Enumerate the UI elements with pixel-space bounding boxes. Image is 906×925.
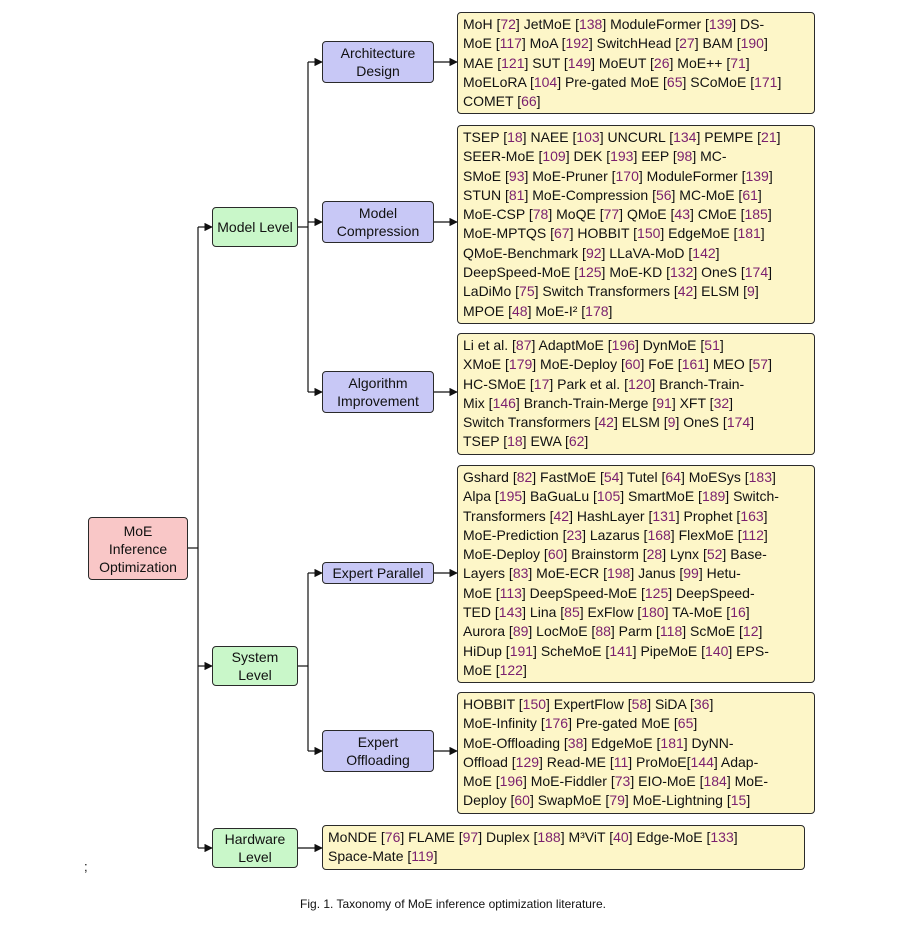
reference-line: LaDiMo [75] Switch Transformers [42] ELS… — [463, 283, 759, 300]
reference-line: STUN [81] MoE-Compression [56] MC-MoE [6… — [463, 186, 762, 203]
algorithm-improvement-list: Li et al. [87] AdaptMoE [196] DynMoE [51… — [457, 333, 815, 455]
reference-line: Aurora [89] LocMoE [88] Parm [118] ScMoE… — [463, 623, 763, 640]
expert-parallel-list: Gshard [82] FastMoE [54] Tutel [64] MoES… — [457, 465, 815, 684]
reference-line: MoE-Infinity [176] Pre-gated MoE [65] — [463, 715, 698, 732]
reference-line: MoE-Deploy [60] Brainstorm [28] Lynx [52… — [463, 546, 767, 563]
reference-line: Switch Transformers [42] ELSM [9] OneS [… — [463, 414, 755, 431]
reference-line: HOBBIT [150] ExpertFlow [58] SiDA [36] — [463, 696, 714, 712]
reference-line: MoE [122] — [463, 661, 527, 678]
reference-line: SMoE [93] MoE-Pruner [170] ModuleFormer … — [463, 167, 773, 184]
reference-line: Layers [83] MoE-ECR [198] Janus [99] Het… — [463, 565, 741, 582]
model-level-node: Model Level — [212, 207, 298, 247]
reference-line: TSEP [18] EWA [62] — [463, 433, 589, 450]
reference-line: MoE [117] MoA [192] SwitchHead [27] BAM … — [463, 35, 768, 52]
model-compression-list: TSEP [18] NAEE [103] UNCURL [134] PEMPE … — [457, 125, 815, 324]
reference-line: MoE [113] DeepSpeed-MoE [125] DeepSpeed- — [463, 584, 755, 601]
expert-offloading-label: Expert Offloading — [346, 734, 410, 768]
system-level-label: System Level — [231, 649, 279, 683]
reference-line: MoNDE [76] FLAME [97] Duplex [188] M³ViT… — [328, 829, 738, 845]
model-compression-node: Model Compression — [322, 201, 434, 243]
algorithm-improvement-label: Algorithm Improvement — [337, 375, 419, 409]
hardware-level-label: Hardware Level — [224, 831, 286, 865]
reference-line: Alpa [195] BaGuaLu [105] SmartMoE [189] … — [463, 488, 779, 505]
architecture-design-node: Architecture Design — [322, 41, 434, 83]
reference-line: HC-SMoE [17] Park et al. [120] Branch-Tr… — [463, 375, 745, 392]
expert-offloading-node: Expert Offloading — [322, 730, 434, 772]
reference-line: Mix [146] Branch-Train-Merge [91] XFT [3… — [463, 394, 734, 411]
reference-line: MoE [196] MoE-Fiddler [73] EIO-MoE [184]… — [463, 773, 769, 790]
expert-offloading-list: HOBBIT [150] ExpertFlow [58] SiDA [36] Mo… — [457, 692, 815, 814]
reference-line: MPOE [48] MoE-I² [178] — [463, 302, 613, 319]
reference-line: MoE-Offloading [38] EdgeMoE [181] DyNN- — [463, 734, 734, 751]
reference-line: Space-Mate [119] — [328, 848, 438, 865]
reference-line: MoE-MPTQS [67] HOBBIT [150] EdgeMoE [181… — [463, 225, 765, 242]
reference-line: XMoE [179] MoE-Deploy [60] FoE [161] MEO… — [463, 356, 772, 373]
system-level-node: System Level — [212, 646, 298, 686]
reference-line: Deploy [60] SwapMoE [79] MoE-Lightning [… — [463, 792, 751, 809]
hardware-level-list: MoNDE [76] FLAME [97] Duplex [188] M³ViT… — [322, 825, 805, 870]
model-compression-label: Model Compression — [336, 205, 420, 239]
reference-line: DeepSpeed-MoE [125] MoE-KD [132] OneS [1… — [463, 264, 772, 281]
figure-caption: Fig. 1. Taxonomy of MoE inference optimi… — [300, 897, 606, 911]
architecture-design-label: Architecture Design — [340, 45, 416, 79]
stray-semicolon: ; — [84, 859, 88, 874]
reference-line: HiDup [191] ScheMoE [141] PipeMoE [140] … — [463, 642, 769, 659]
expert-parallel-label: Expert Parallel — [332, 565, 424, 581]
architecture-design-list: MoH [72] JetMoE [138] ModuleFormer [139]… — [457, 12, 815, 115]
root-label: MoE Inference Optimization — [99, 522, 177, 575]
reference-line: TSEP [18] NAEE [103] UNCURL [134] PEMPE … — [463, 129, 781, 145]
expert-parallel-node: Expert Parallel — [322, 562, 434, 584]
reference-line: Gshard [82] FastMoE [54] Tutel [64] MoES… — [463, 469, 776, 485]
reference-line: TED [143] Lina [85] ExFlow [180] TA-MoE … — [463, 604, 750, 621]
reference-line: Li et al. [87] AdaptMoE [196] DynMoE [51… — [463, 337, 724, 353]
reference-line: MoH [72] JetMoE [138] ModuleFormer [139]… — [463, 16, 765, 32]
reference-line: Transformers [42] HashLayer [131] Prophe… — [463, 507, 768, 524]
algorithm-improvement-node: Algorithm Improvement — [322, 371, 434, 413]
hardware-level-node: Hardware Level — [212, 828, 298, 868]
reference-line: MoE-CSP [78] MoQE [77] QMoE [43] CMoE [1… — [463, 206, 772, 223]
model-level-label: Model Level — [217, 219, 293, 235]
reference-line: MoE-Prediction [23] Lazarus [168] FlexMo… — [463, 526, 768, 543]
reference-line: Offload [129] Read-ME [11] ProMoE[144] A… — [463, 753, 759, 770]
reference-line: QMoE-Benchmark [92] LLaVA-MoD [142] — [463, 244, 720, 261]
reference-line: SEER-MoE [109] DEK [193] EEP [98] MC- — [463, 148, 727, 165]
reference-line: MoELoRA [104] Pre-gated MoE [65] SCoMoE … — [463, 73, 782, 90]
reference-line: MAE [121] SUT [149] MoEUT [26] MoE++ [71… — [463, 54, 750, 71]
reference-line: COMET [66] — [463, 93, 541, 110]
root-node: MoE Inference Optimization — [88, 517, 188, 580]
